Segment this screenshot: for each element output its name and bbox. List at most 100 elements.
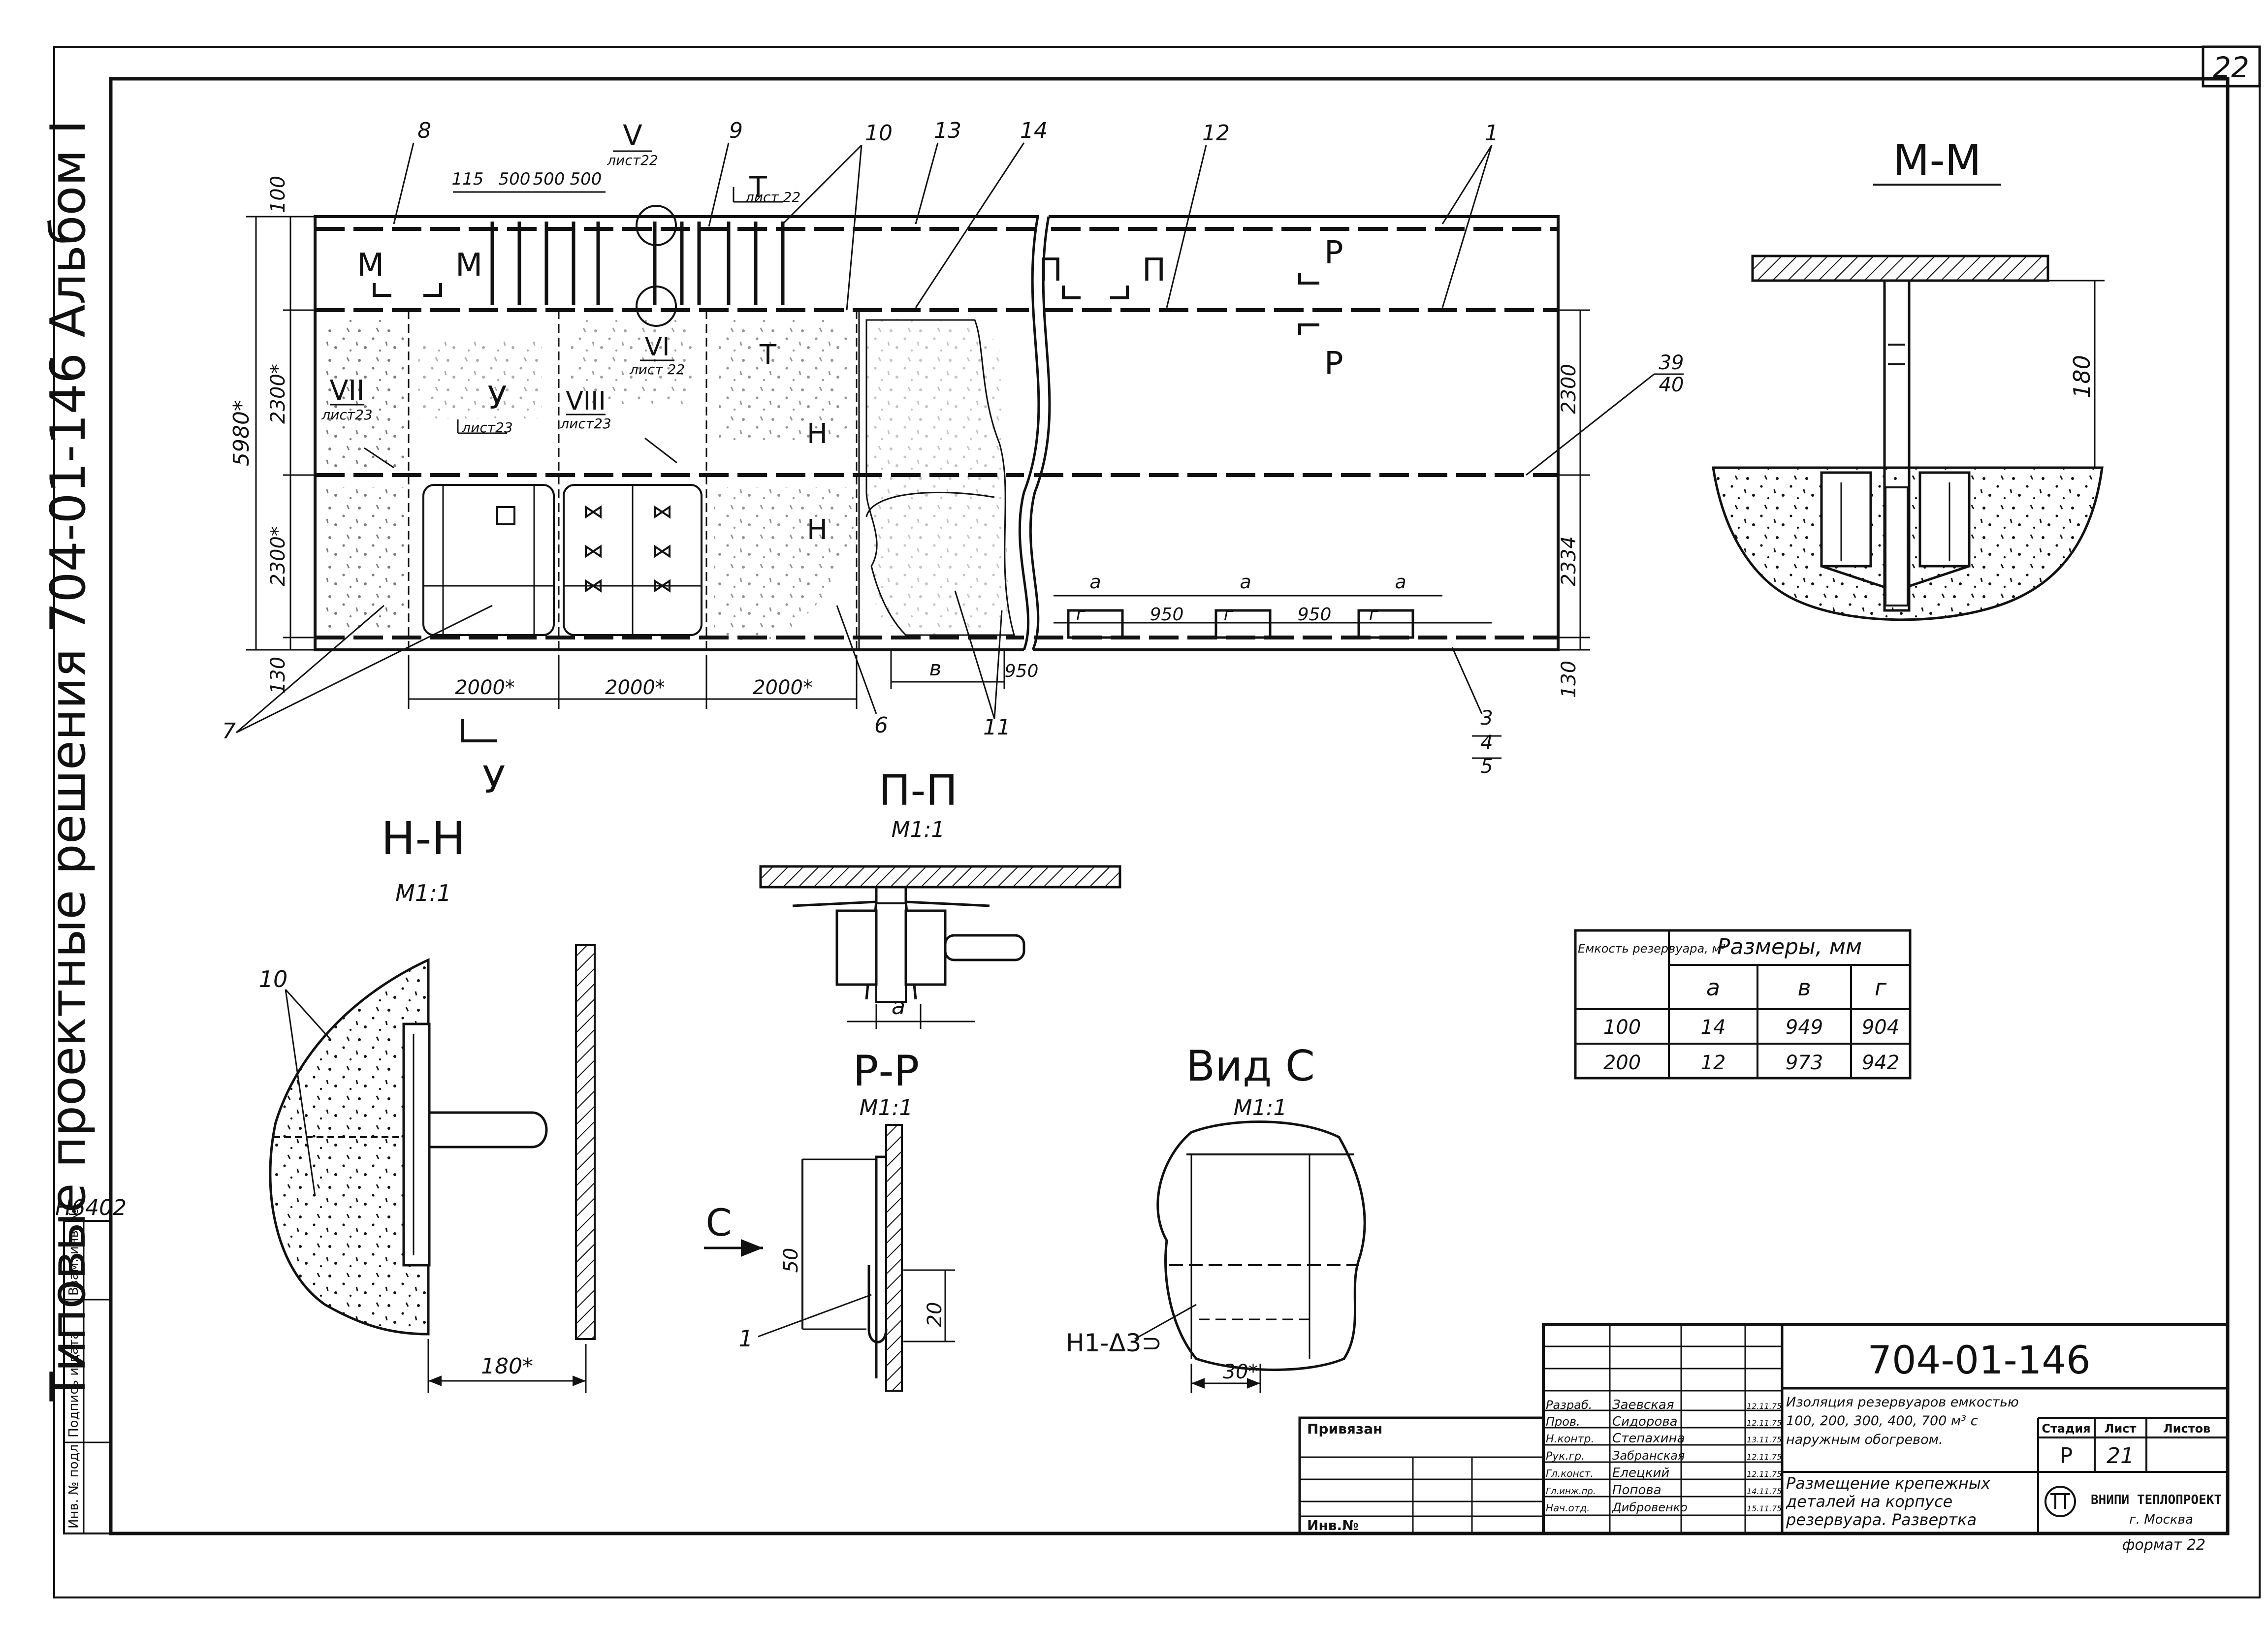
main-view-dimensions	[246, 191, 1590, 709]
dims-table-col1-header: Емкость резервуара, м³	[1578, 942, 1725, 956]
callout-vi-ref: лист 22	[629, 361, 685, 378]
view-c-scale: М1:1	[1234, 1095, 1287, 1120]
section-pp-dim: а	[892, 993, 905, 1020]
title-code: 704-01-146	[1867, 1339, 2090, 1383]
stage-label: Стадия	[2042, 1422, 2090, 1436]
sheets-label: Листов	[2163, 1422, 2211, 1436]
pos-8: 8	[417, 118, 431, 143]
dim-bottom-band: 130	[267, 657, 289, 694]
dim-lower-g-2: г	[1224, 605, 1234, 625]
sheet-frame	[53, 45, 2261, 1598]
section-mm-title: М-М	[1893, 136, 1981, 185]
pos-10: 10	[865, 121, 893, 146]
dim-top-spacing-3: 500	[533, 169, 565, 189]
dim-top-spacing-4: 500	[570, 169, 602, 189]
pos-1: 1	[1485, 121, 1499, 146]
dims-table-r2-cap: 200	[1603, 1052, 1641, 1074]
name-5: Елецкий	[1612, 1466, 1669, 1480]
dim-a-3: а	[1395, 571, 1406, 593]
section-rr-title: Р-Р	[853, 1047, 920, 1096]
panel-letter-n-2: Н	[807, 514, 828, 546]
bound-label: Привязан	[1307, 1421, 1382, 1437]
dims-table-r1-a: 14	[1701, 1016, 1726, 1039]
pos-39: 39	[1659, 351, 1684, 374]
cut-p-left: П	[1039, 252, 1062, 288]
pos-40: 40	[1659, 374, 1684, 396]
dim-top-spacing-2: 500	[499, 169, 531, 189]
dims-table-group-header: Размеры, мм	[1717, 934, 1862, 959]
name-2: Сидорова	[1612, 1414, 1678, 1429]
side-stamp	[63, 1220, 112, 1534]
section-rr	[704, 1124, 955, 1392]
panel-letter-t: Т	[759, 339, 777, 371]
dim-950-main: 950	[1005, 661, 1039, 681]
pos-11: 11	[983, 715, 1011, 740]
date-1: 12.11.75	[1747, 1402, 1782, 1411]
pos-6: 6	[874, 713, 888, 738]
callout-vii-ref: лист23	[321, 407, 372, 423]
section-mm-dim: 180	[2069, 355, 2095, 398]
dims-table-r1-cap: 100	[1603, 1016, 1641, 1039]
section-nn-scale: М1:1	[395, 880, 451, 906]
stamp-inv-label: Инв. № подл.	[66, 1440, 81, 1529]
dims-table-col-g: г	[1875, 974, 1887, 1001]
date-6: 14.11.75	[1747, 1487, 1782, 1496]
dim-band-1: 2300*	[267, 364, 289, 424]
dims-table-r1-v: 949	[1786, 1016, 1823, 1039]
dim-band-2: 2300*	[267, 526, 289, 586]
panel-letter-n-1: Н	[807, 418, 828, 450]
name-4: Забранская	[1612, 1449, 1685, 1463]
date-5: 12.11.75	[1747, 1469, 1782, 1479]
callout-u-ref: лист23	[461, 419, 512, 436]
view-c-title: Вид С	[1186, 1042, 1315, 1091]
section-mm	[1712, 255, 2105, 621]
dims-table-r2-g: 942	[1862, 1052, 1899, 1074]
dim-right-band-1: 2300	[1558, 364, 1580, 414]
org-city: г. Москва	[2129, 1512, 2193, 1527]
date-4: 12.11.75	[1747, 1452, 1782, 1462]
dim-right-bottom: 130	[1558, 661, 1580, 698]
inv-label: Инв.№	[1307, 1517, 1359, 1533]
section-rr-scale: М1:1	[860, 1095, 913, 1120]
dim-bottom-2: 2000*	[605, 676, 665, 699]
dims-table-col-a: а	[1706, 974, 1720, 1001]
callout-viii-ref: лист23	[560, 415, 611, 432]
section-pp-title: П-П	[879, 766, 958, 815]
callout-t-ref: лист 22	[745, 189, 800, 205]
pos-9: 9	[729, 118, 743, 143]
role-2: Пров.	[1546, 1415, 1580, 1429]
date-3: 13.11.75	[1747, 1435, 1782, 1444]
role-3: Н.контр.	[1546, 1433, 1594, 1445]
dim-a-2: а	[1240, 571, 1251, 593]
pos-5: 5	[1480, 755, 1493, 778]
dim-lower-g-3: г	[1369, 605, 1379, 625]
dims-table-col-v: в	[1797, 974, 1811, 1001]
name-3: Степахина	[1612, 1431, 1685, 1446]
sheet-value: 21	[2107, 1443, 2134, 1468]
section-pp-scale: М1:1	[892, 817, 945, 842]
dim-lower-950-1: 950	[1150, 605, 1184, 625]
dim-lower-950-2: 950	[1298, 605, 1332, 625]
cut-m-left: М	[357, 247, 384, 284]
callout-v: V	[623, 119, 642, 152]
callout-t: Т	[749, 170, 767, 204]
pos-14: 14	[1020, 118, 1048, 143]
drawing-title-text: Размещение крепежных деталей на корпусе …	[1786, 1474, 1991, 1529]
callout-v-ref: лист22	[607, 152, 658, 168]
cut-p-right: П	[1142, 252, 1166, 288]
dim-bottom-3: 2000*	[753, 676, 813, 699]
role-7: Нач.отд.	[1546, 1502, 1590, 1514]
dim-v: в	[929, 656, 942, 680]
role-6: Гл.инж.пр.	[1546, 1486, 1596, 1497]
date-2: 12.11.75	[1747, 1418, 1782, 1428]
subject-text: Изоляция резервуаров емкостью 100, 200, …	[1786, 1395, 2019, 1447]
section-nn	[269, 944, 596, 1393]
callout-viii: VIII	[566, 386, 606, 416]
dims-table-r1-g: 904	[1862, 1016, 1899, 1039]
dim-bottom-1: 2000*	[455, 676, 515, 699]
role-4: Рук.гр.	[1546, 1450, 1585, 1463]
org-name: ВНИПИ ТЕПЛОПРОЕКТ	[2091, 1493, 2222, 1507]
cut-u: У	[482, 758, 505, 801]
section-nn-title: Н-Н	[381, 812, 466, 865]
